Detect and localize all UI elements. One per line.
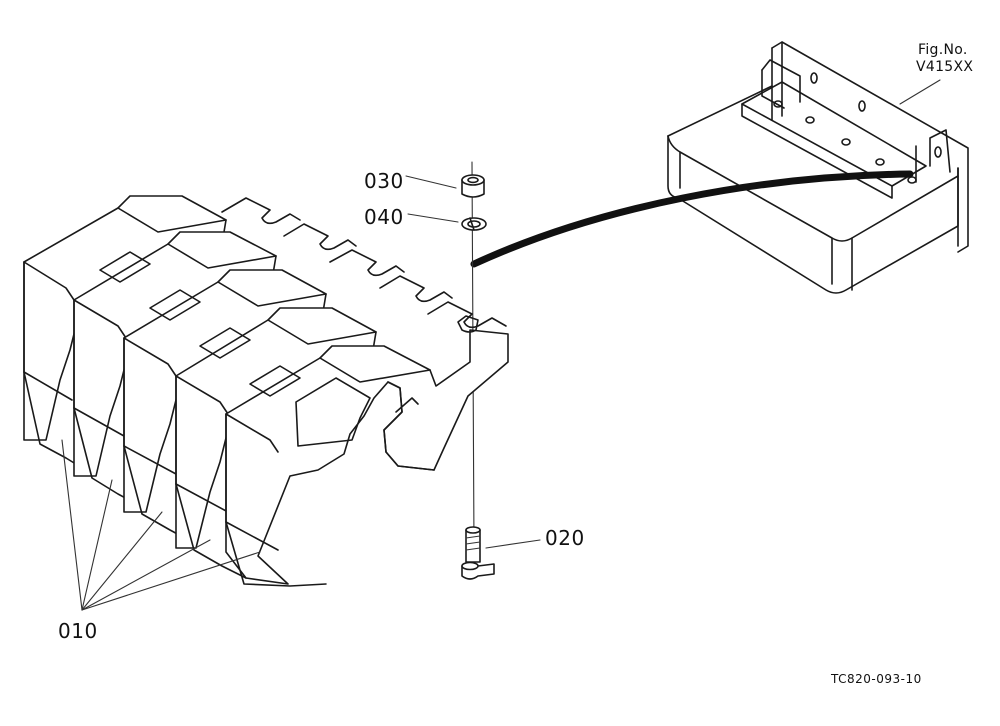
assembly-leader-curve bbox=[470, 170, 914, 268]
nut bbox=[405, 174, 485, 198]
fig-number-value: V415XX bbox=[916, 59, 974, 75]
weight-slot-tops bbox=[221, 197, 507, 329]
callout-020: 020 bbox=[545, 526, 585, 550]
callout-040: 040 bbox=[364, 205, 404, 229]
callout-030: 030 bbox=[364, 169, 404, 193]
frame-bracket bbox=[667, 41, 969, 294]
drawing-code: TC820-093-10 bbox=[831, 672, 922, 686]
callout-010: 010 bbox=[58, 619, 98, 643]
spring-washer bbox=[407, 213, 487, 231]
weight-stack bbox=[23, 195, 509, 611]
fig-number-label: Fig.No. bbox=[918, 42, 968, 58]
bolt bbox=[461, 526, 541, 580]
